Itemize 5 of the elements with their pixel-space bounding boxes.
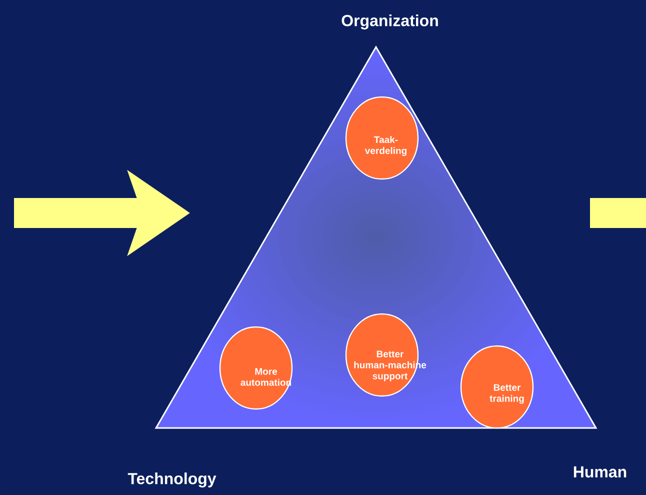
circle-label: Better training: [460, 345, 534, 429]
corner-label: Organization: [342, 14, 438, 30]
corner-label: Human: [574, 466, 626, 478]
circle-label: Taak- verdeling: [345, 96, 419, 180]
corner-label: Technology: [128, 472, 216, 488]
